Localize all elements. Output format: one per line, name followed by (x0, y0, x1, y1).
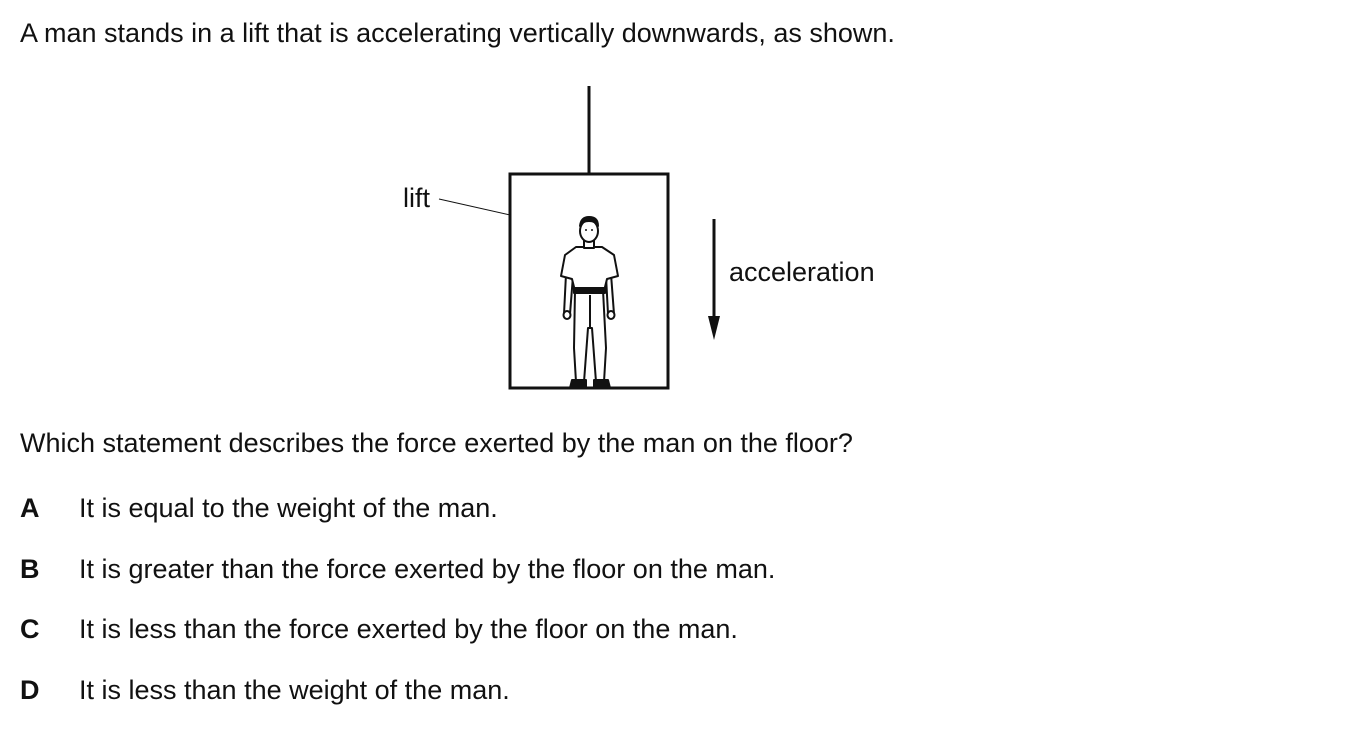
option-b[interactable]: B It is greater than the force exerted b… (20, 552, 775, 613)
option-c[interactable]: C It is less than the force exerted by t… (20, 612, 775, 673)
option-text: It is equal to the weight of the man. (79, 491, 498, 525)
option-letter: D (20, 673, 79, 707)
option-text: It is less than the weight of the man. (79, 673, 510, 707)
option-letter: A (20, 491, 79, 525)
question-stem: Which statement describes the force exer… (20, 426, 853, 460)
lift-diagram: lift acceleration (0, 0, 1370, 420)
option-text: It is less than the force exerted by the… (79, 612, 738, 646)
lift-label-leader (439, 199, 510, 215)
option-letter: C (20, 612, 79, 646)
option-a[interactable]: A It is equal to the weight of the man. (20, 491, 775, 552)
answer-options: A It is equal to the weight of the man. … (20, 491, 775, 733)
man-figure (561, 217, 618, 388)
lift-label: lift (403, 183, 430, 213)
option-d[interactable]: D It is less than the weight of the man. (20, 673, 775, 733)
acceleration-arrowhead-icon (708, 316, 720, 340)
option-text: It is greater than the force exerted by … (79, 552, 775, 586)
option-letter: B (20, 552, 79, 586)
acceleration-label: acceleration (729, 257, 875, 287)
